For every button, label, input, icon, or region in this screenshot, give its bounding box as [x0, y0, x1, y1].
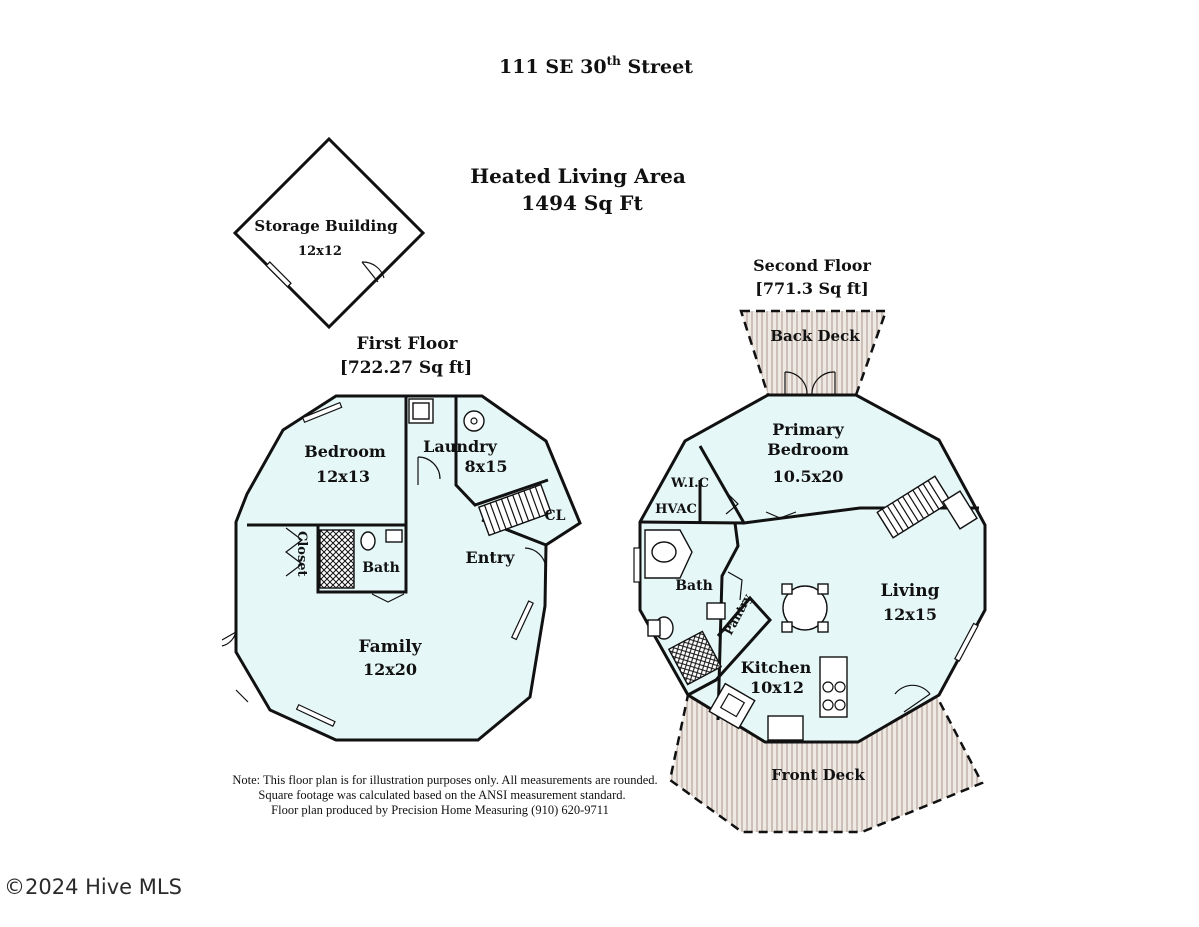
note-line-1: Note: This floor plan is for illustratio…: [232, 773, 657, 787]
laundry-size: 8x15: [465, 457, 508, 476]
primary-bedroom-label-2: Bedroom: [767, 440, 849, 459]
first-floor-stairs: [477, 483, 553, 537]
note-line-3: Floor plan produced by Precision Home Me…: [271, 803, 609, 817]
hvac-label: HVAC: [655, 502, 697, 517]
back-deck-label: Back Deck: [770, 327, 860, 345]
wic-label: W.I.C: [670, 476, 709, 491]
watermark: ©2024 Hive MLS: [4, 875, 182, 899]
storage-size: 12x12: [298, 244, 342, 259]
kitchen-size: 10x12: [750, 678, 804, 697]
kitchen-label: Kitchen: [741, 658, 812, 677]
closet-label: Closet: [294, 531, 309, 577]
storage-label: Storage Building: [254, 217, 398, 235]
heated-area-heading: Heated Living Area: [470, 164, 686, 188]
bedroom-size: 12x13: [316, 467, 370, 486]
entry-label: Entry: [466, 548, 516, 567]
family-label: Family: [359, 637, 423, 657]
living-label: Living: [881, 581, 940, 601]
second-floor-label: Second Floor: [753, 256, 871, 275]
bath-label-second: Bath: [675, 578, 713, 594]
second-floor-plan: Back Deck Primary Bedroom 10.5x20 W.I.C …: [633, 309, 987, 834]
page-title: 111 SE 30th Street: [499, 54, 693, 78]
disclaimer-note: Note: This floor plan is for illustratio…: [232, 773, 657, 817]
primary-bedroom-size: 10.5x20: [773, 467, 844, 486]
heated-area-value: 1494 Sq Ft: [521, 191, 643, 215]
back-deck: [739, 309, 888, 397]
primary-bedroom-label-1: Primary: [772, 420, 844, 439]
front-deck-label: Front Deck: [771, 766, 865, 784]
bath-label-first: Bath: [362, 560, 400, 576]
second-floor-stairs: [876, 475, 952, 539]
first-floor-label: First Floor: [357, 334, 459, 354]
first-floor-area: [722.27 Sq ft]: [340, 358, 472, 378]
second-floor-area: [771.3 Sq ft]: [755, 279, 868, 298]
family-size: 12x20: [363, 660, 417, 679]
first-floor-plan: Bedroom 12x13 Laundry 8x15 Closet Bath E…: [221, 394, 582, 742]
storage-building: Storage Building 12x12: [232, 136, 426, 330]
note-line-2: Square footage was calculated based on t…: [258, 788, 625, 802]
bedroom-label: Bedroom: [304, 442, 386, 461]
laundry-label: Laundry: [423, 437, 498, 456]
cl-label: CL: [545, 508, 566, 524]
living-size: 12x15: [883, 605, 937, 624]
